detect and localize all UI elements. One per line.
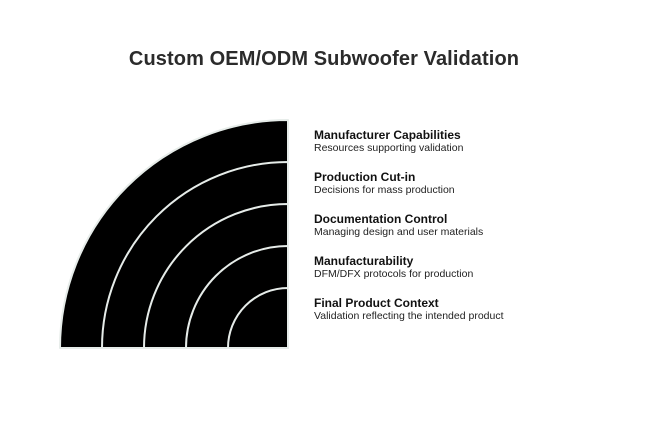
layer-title: Manufacturability <box>314 254 414 268</box>
layer-description: Resources supporting validation <box>314 142 464 154</box>
layer-title: Manufacturer Capabilities <box>314 128 461 142</box>
layer-label-production-cut-in: Production Cut-in Decisions for mass pro… <box>314 170 634 197</box>
layer-title: Final Product Context <box>314 296 439 310</box>
layer-arc-final-product-context <box>227 287 289 349</box>
layer-title: Production Cut-in <box>314 170 416 184</box>
layer-description: Managing design and user materials <box>314 226 484 238</box>
layer-title: Documentation Control <box>314 212 448 226</box>
layer-label-documentation-control: Documentation Control Managing design an… <box>314 212 634 239</box>
layer-description: Decisions for mass production <box>314 184 455 196</box>
layer-label-manufacturability: Manufacturability DFM/DFX protocols for … <box>314 254 634 281</box>
layer-description: Validation reflecting the intended produ… <box>314 310 504 322</box>
layer-label-manufacturer-capabilities: Manufacturer Capabilities Resources supp… <box>314 128 634 155</box>
layer-label-final-product-context: Final Product Context Validation reflect… <box>314 296 634 323</box>
diagram-title: Custom OEM/ODM Subwoofer Validation <box>128 48 520 70</box>
layer-description: DFM/DFX protocols for production <box>314 268 474 280</box>
